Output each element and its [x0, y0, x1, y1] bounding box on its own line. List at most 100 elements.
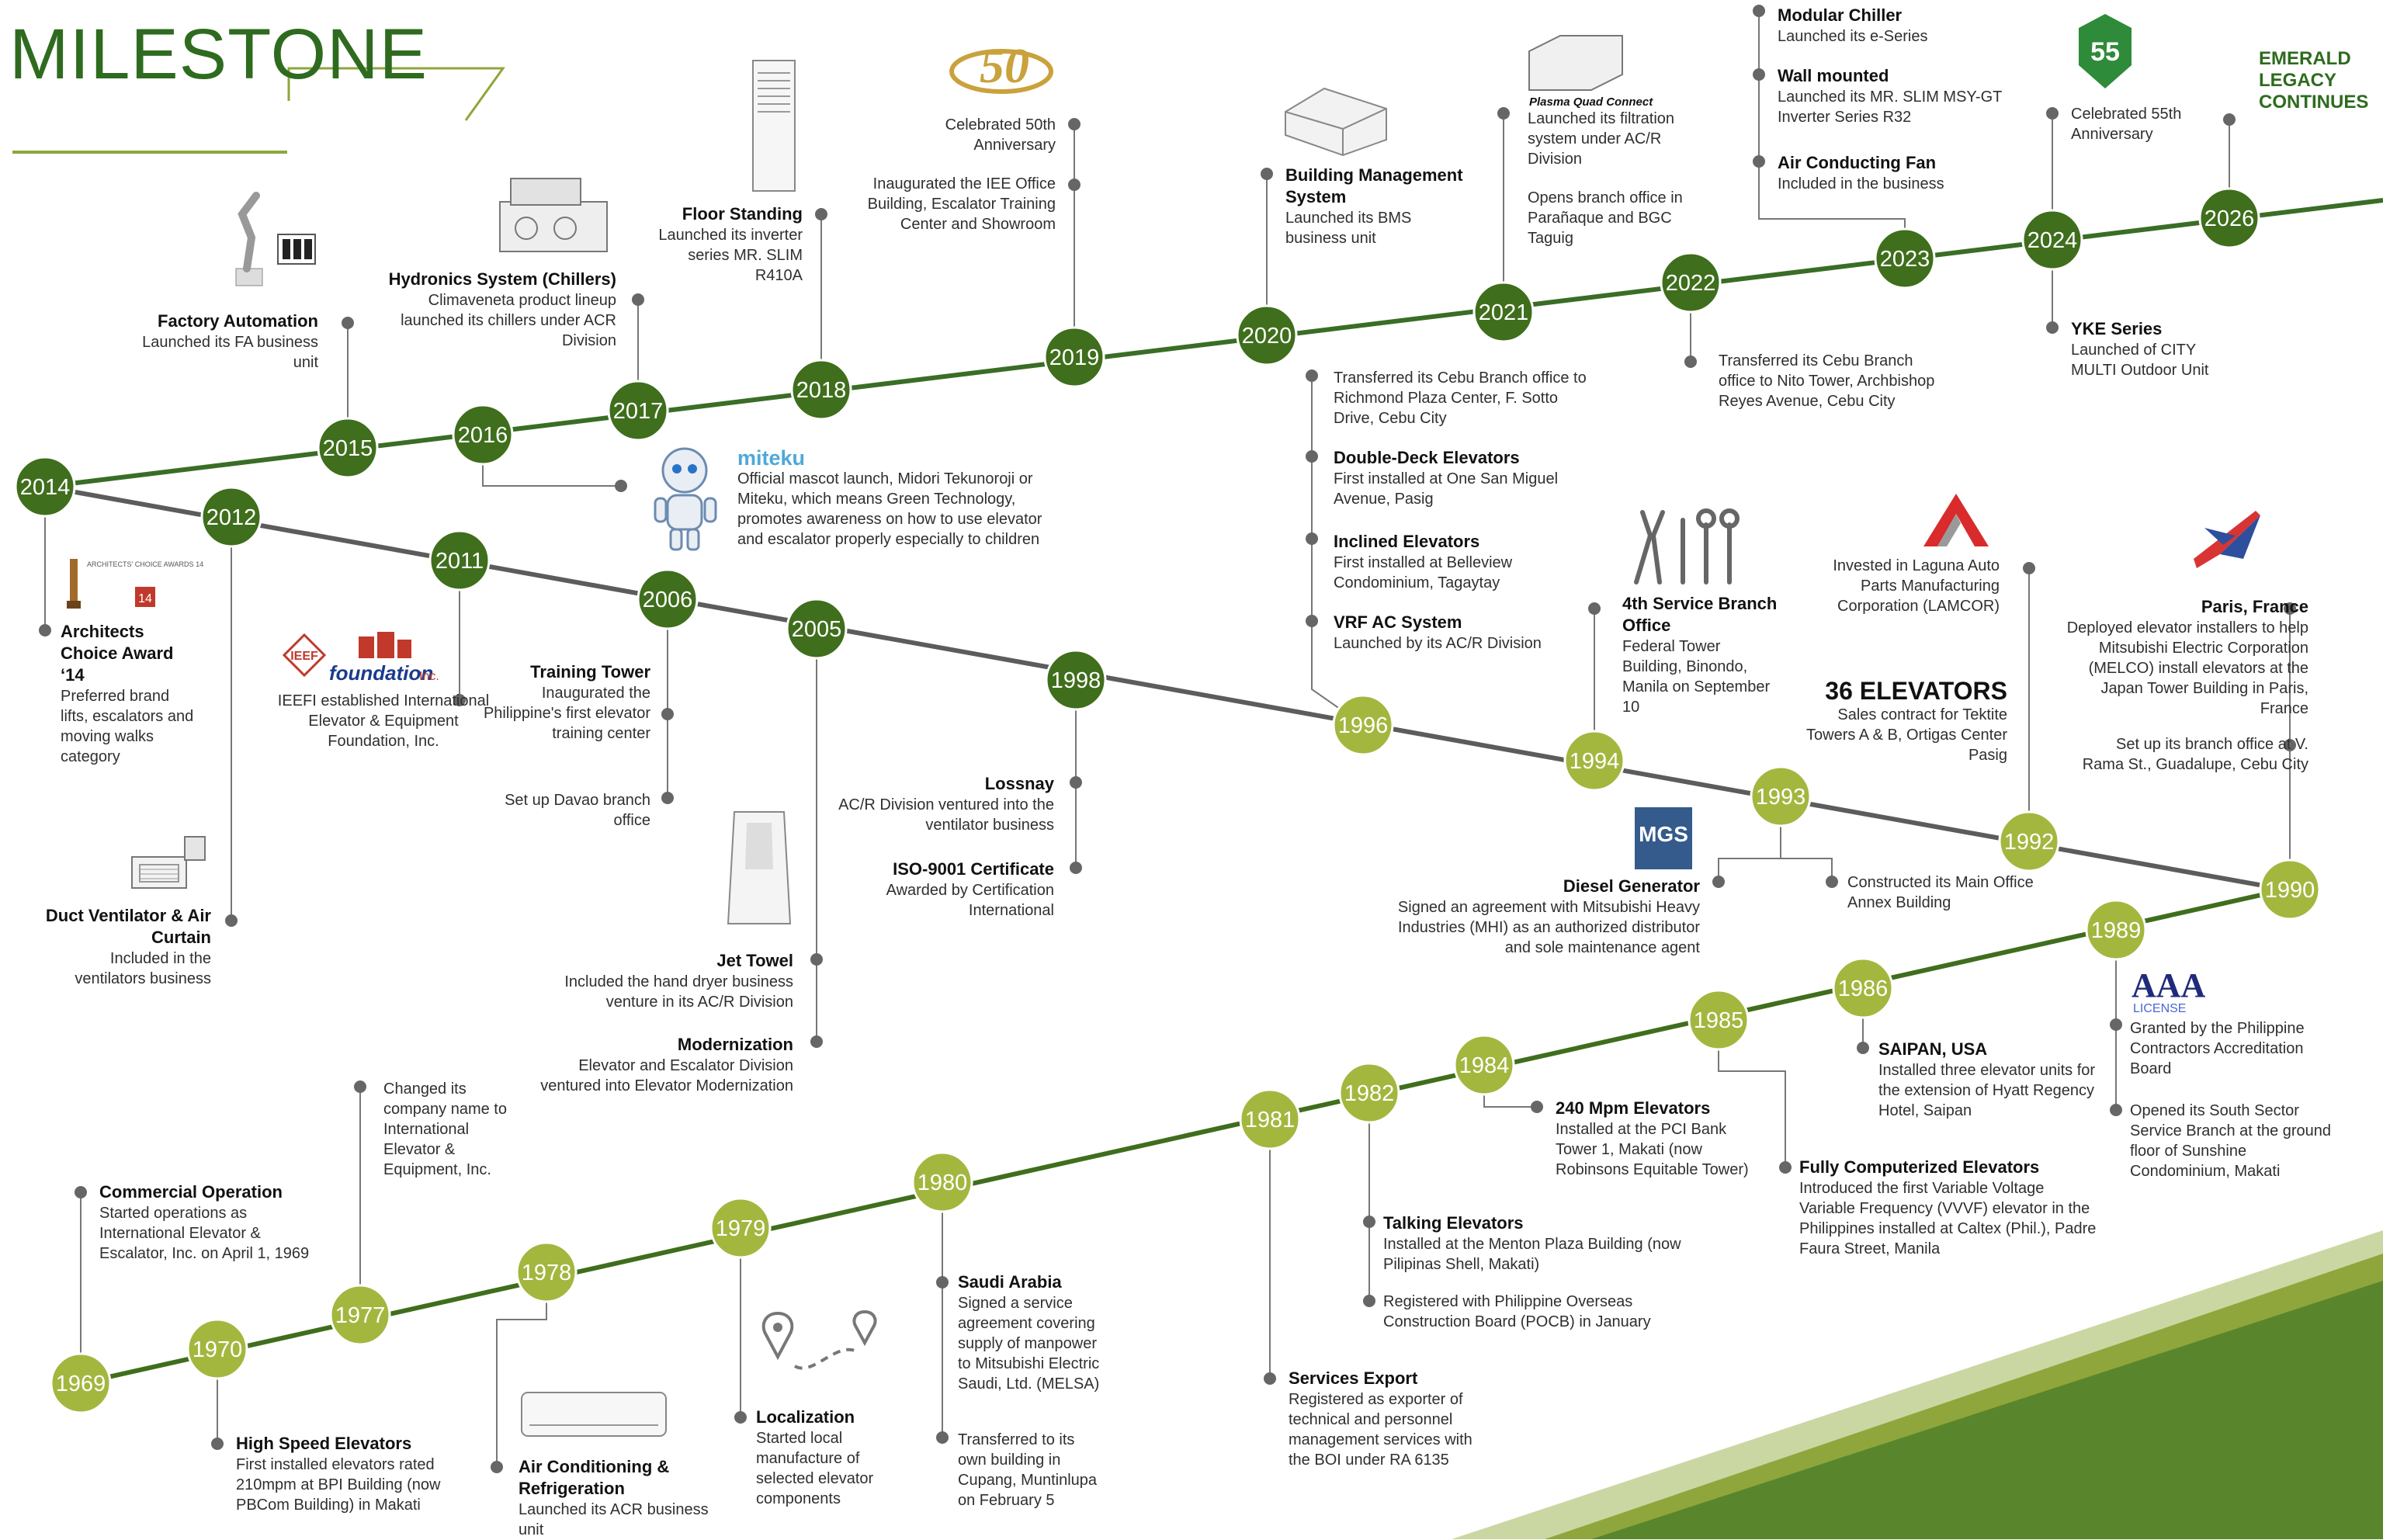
- year-node-2023: 2023: [1874, 227, 1936, 290]
- connector-dot: [2023, 562, 2035, 574]
- year-node-1978: 1978: [515, 1241, 578, 1303]
- year-label: 1992: [2004, 830, 2055, 855]
- year-circle: [317, 417, 379, 479]
- foundation-inc-text: Inc.: [419, 670, 439, 683]
- plasma-filter-icon: Plasma Quad Connect: [1528, 35, 1653, 109]
- event-title: Training Tower: [530, 662, 650, 682]
- event-desc: Launched its filtration system under AC/…: [1528, 110, 1675, 168]
- connector-dot: [1531, 1101, 1543, 1113]
- event-2022: Transferred its Cebu Branch office to Ni…: [1719, 351, 1951, 411]
- connector-dot: [1588, 602, 1601, 615]
- aaa-logo-text: AAA: [2132, 966, 2206, 1004]
- connector-dot: [1753, 155, 1765, 168]
- event-title: Jet Towel: [716, 951, 793, 970]
- connector-dot: [75, 1186, 87, 1198]
- airplane-icon: [2194, 511, 2260, 568]
- map-pin-icon: [761, 1309, 877, 1370]
- connector-dot: [1070, 776, 1082, 789]
- connectors: [39, 5, 2296, 1473]
- event-desc: Climaveneta product lineup launched its …: [401, 292, 616, 349]
- aaa-license-logo-icon: AAA LICENSE: [2132, 966, 2206, 1015]
- chiller-icon: [499, 178, 608, 252]
- connector-dot: [491, 1461, 503, 1473]
- event-title: Floor Standing: [682, 204, 803, 224]
- event-desc: Installed at the Menton Plaza Building (…: [1383, 1236, 1681, 1273]
- year-node-2018: 2018: [790, 359, 852, 421]
- event-desc: Celebrated 50th Anniversary: [945, 116, 1056, 154]
- event-title: Air Conditioning & Refrigeration: [519, 1457, 670, 1498]
- event-desc: AC/R Division ventured into the ventilat…: [838, 796, 1054, 834]
- year-node-2020: 2020: [1236, 304, 1298, 366]
- connector-dot: [2284, 602, 2296, 615]
- event-title: Services Export: [1289, 1368, 1418, 1388]
- year-label: 1981: [1245, 1108, 1296, 1132]
- event-desc: Included the hand dryer business venture…: [564, 973, 793, 1011]
- event-title: Lossnay: [984, 774, 1054, 793]
- event-desc: Registered as exporter of technical and …: [1289, 1391, 1472, 1469]
- year-node-2006: 2006: [637, 568, 699, 630]
- connector-line: [1718, 796, 1781, 882]
- event-desc: Awarded by Certification International: [886, 882, 1054, 919]
- connector-dot: [1363, 1216, 1375, 1228]
- event-desc: Signed an agreement with Mitsubishi Heav…: [1397, 899, 1700, 956]
- tools-icon: [1634, 508, 1740, 584]
- year-label: 1994: [1570, 749, 1620, 774]
- year-node-1986: 1986: [1832, 957, 1894, 1019]
- connector-dot: [810, 953, 823, 966]
- connector-dot: [1306, 450, 1318, 463]
- year-label: 2016: [458, 423, 508, 448]
- event-1993-annex: Constructed its Main Office Annex Buildi…: [1847, 872, 2034, 913]
- event-1989-south: Opened its South Sector Service Branch a…: [2130, 1101, 2332, 1181]
- event-desc: Constructed its Main Office Annex Buildi…: [1847, 874, 2034, 911]
- connector-line: [1781, 858, 1833, 882]
- floor-standing-ac-icon: [752, 60, 796, 192]
- anniv55-text: 55: [2090, 37, 2120, 67]
- event-desc: Launched by its AC/R Division: [1334, 635, 1542, 652]
- svg-text:14: 14: [138, 592, 152, 605]
- connector-line: [1758, 11, 1906, 258]
- event-desc: Launched its FA business unit: [142, 334, 318, 371]
- event-desc: Started operations as International Elev…: [99, 1205, 310, 1262]
- event-1989-aaa: Granted by the Philippine Contractors Ac…: [2130, 1018, 2332, 1079]
- title-frame: [287, 67, 505, 121]
- event-title: Localization: [756, 1407, 855, 1427]
- year-label: 1977: [335, 1303, 386, 1328]
- year-circle: [607, 380, 669, 442]
- year-label: 1969: [56, 1372, 106, 1396]
- year-label: 2019: [1049, 345, 1100, 370]
- event-title: Duct Ventilator & Air Curtain: [45, 906, 211, 947]
- year-label: 2012: [206, 505, 257, 530]
- event-1990-cebu: Set up its branch office at V. Rama St.,…: [2080, 734, 2308, 775]
- connector-dot: [2284, 739, 2296, 751]
- year-circle: [2259, 858, 2321, 921]
- event-title: 4th Service Branch Office: [1622, 594, 1778, 635]
- connector-dot: [815, 208, 827, 220]
- connector-dot: [342, 317, 354, 329]
- event-desc: Invested in Laguna Auto Parts Manufactur…: [1833, 557, 2000, 615]
- event-desc: Signed a service agreement covering supp…: [958, 1295, 1100, 1393]
- year-node-2014: 2014: [14, 456, 76, 518]
- year-node-1982: 1982: [1338, 1062, 1400, 1124]
- event-desc: First installed at Belleview Condominium…: [1334, 554, 1513, 591]
- connector-dot: [1363, 1295, 1375, 1307]
- event-title: Factory Automation: [158, 311, 318, 331]
- year-circle: [329, 1284, 391, 1346]
- timeline-middle: [44, 484, 2286, 892]
- year-node-1993: 1993: [1750, 765, 1812, 827]
- year-label: 2021: [1479, 300, 1529, 325]
- year-circle: [200, 486, 262, 548]
- event-desc: Sales contract for Tektite Towers A & B,…: [1806, 706, 2007, 764]
- event-desc: Launched its MR. SLIM MSY-GT Inverter Se…: [1778, 88, 2003, 126]
- year-circle: [1239, 1088, 1301, 1150]
- year-node-2005: 2005: [786, 598, 848, 660]
- event-title: Talking Elevators: [1383, 1213, 1524, 1233]
- year-node-1990: 1990: [2259, 858, 2321, 921]
